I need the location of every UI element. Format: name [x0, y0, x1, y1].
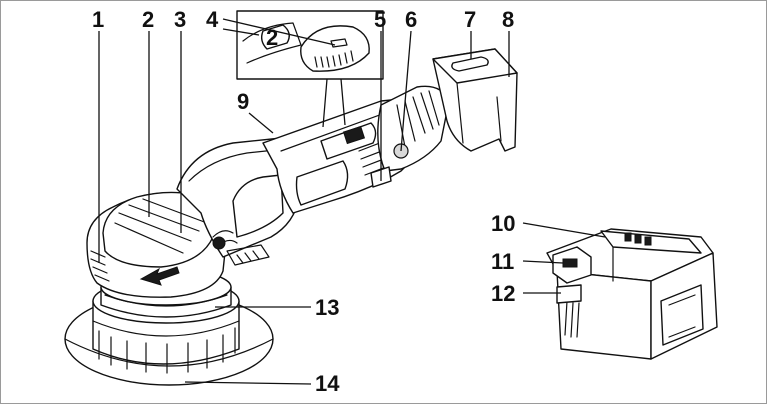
- leader-lines: [98, 18, 606, 385]
- callout-4: 4: [206, 7, 219, 32]
- callout-labels: 1 2 3 4 5 6 7 8 9 10 11 12 13 14: [92, 7, 515, 396]
- callout-13: 13: [315, 295, 339, 320]
- gear-head: [86, 191, 228, 298]
- callout-3: 3: [174, 7, 186, 32]
- rear-grip: [370, 85, 450, 188]
- callout-5: 5: [374, 7, 386, 32]
- battery-mount: [432, 48, 518, 152]
- motor-housing: [176, 136, 301, 266]
- callout-11: 11: [491, 249, 514, 274]
- callout-1: 1: [92, 7, 104, 32]
- callout-7: 7: [464, 7, 476, 32]
- callout-10: 10: [491, 211, 515, 236]
- callout-14: 14: [315, 371, 340, 396]
- speed-dial-inset: 2: [236, 10, 384, 128]
- callout-8: 8: [502, 7, 514, 32]
- callout-9: 9: [237, 89, 249, 114]
- battery-pack: [546, 228, 718, 360]
- callout-12: 12: [491, 281, 515, 306]
- callout-6: 6: [405, 7, 417, 32]
- callout-2: 2: [142, 7, 154, 32]
